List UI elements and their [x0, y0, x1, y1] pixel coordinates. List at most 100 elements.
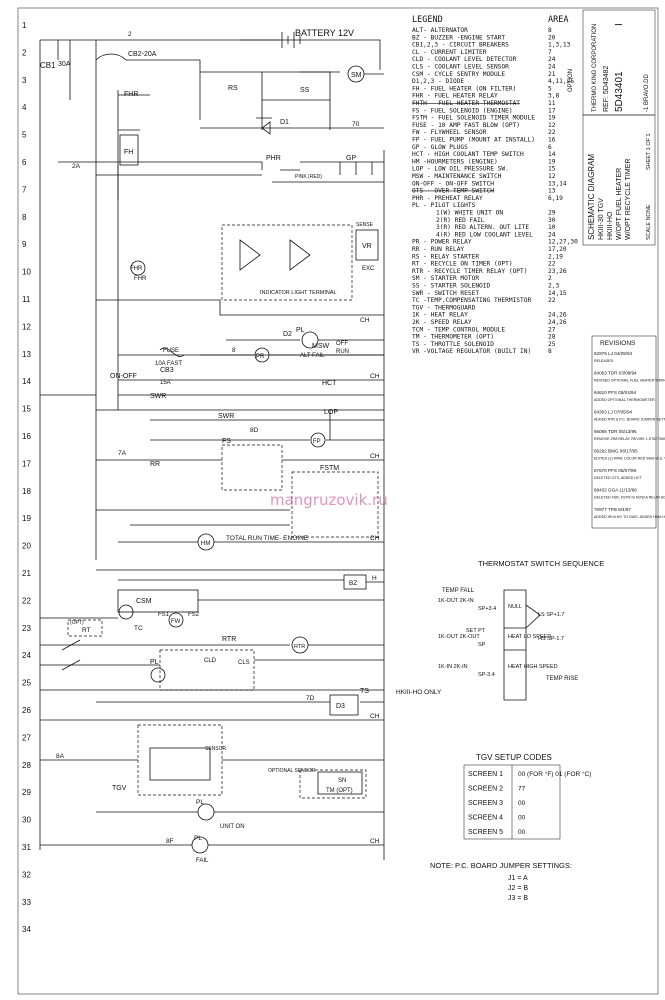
tgv-label: TGV: [112, 785, 127, 792]
thermostat-point: SP+3.4: [478, 606, 496, 612]
ss-label: SS: [300, 87, 310, 94]
row-number: 2: [22, 48, 27, 57]
legend-area: 24: [548, 231, 556, 238]
legend-item: CL - CURRENT LIMITER: [412, 49, 487, 56]
row-number: 24: [22, 651, 31, 660]
exc-label: EXC: [362, 266, 375, 272]
legend-area: 13: [548, 188, 556, 195]
legend-item: RT - RECYCLE ON TIMER (OPT): [412, 261, 513, 268]
tgv-codes-title: TGV SETUP CODES: [476, 753, 552, 762]
ch-wire-5: CH: [370, 713, 380, 720]
legend-item: HCT - HIGH COOLANT TEMP SWITCH: [412, 151, 524, 158]
ts-label: TS: [360, 688, 369, 695]
watermark: mangruzovik.ru: [270, 491, 388, 509]
tgv-value: 77: [518, 786, 526, 793]
fs1-label: FS1: [158, 612, 170, 618]
legend-area: 24: [548, 56, 556, 63]
battery-label: BATTERY 12V: [295, 28, 354, 38]
legend-item: PHR - PREHEAT RELAY: [412, 195, 483, 202]
legend-item: D1,2,3 - DIODE: [412, 78, 464, 85]
revision-note: REVISED OPTIONAL FUEL HEATER WIRING: [594, 379, 665, 383]
rtr-label: RTR: [222, 636, 236, 643]
legend-area: 2,3: [548, 283, 559, 290]
cb3-label: CB3: [160, 367, 174, 374]
temp-rise-label: TEMP RISE: [546, 676, 578, 682]
legend-item: TS - THROTTLE SOLENOID: [412, 341, 494, 348]
tgv-screen: SCREEN 5: [468, 829, 503, 836]
legend-item: MSW - MAINTENANCE SWITCH: [412, 173, 502, 180]
legend-header: LEGEND: [412, 15, 443, 25]
revision-note: RELEASED: [594, 359, 614, 363]
tgv-value: 00: [518, 800, 526, 807]
legend-area: 8: [548, 348, 552, 355]
ch-wire-6: CH: [370, 838, 380, 845]
sheet-border: [17, 7, 659, 995]
revision-id: 70977 TPB 8/4/97: [594, 507, 631, 512]
h-wire: H: [372, 575, 377, 582]
legend-area: 17: [548, 107, 556, 114]
legend-item: FW - FLYWHEEL SENSOR: [412, 129, 487, 136]
legend-item: BZ - BUZZER -ENGINE START: [412, 34, 505, 41]
title-block: THERMO KING CORPORATION REF: 5D43482 5D4…: [582, 9, 656, 246]
legend-item: 3(R) RED ALTERN. OUT LITE: [436, 224, 529, 231]
cb1-rating: 30A: [58, 61, 71, 68]
fhr-coil-2-label: FHR: [134, 276, 147, 282]
drawing-rev: I: [614, 23, 625, 26]
unit-on-label: UNIT ON: [220, 824, 245, 830]
wire-7a: 7A: [118, 450, 127, 457]
msw-off: OFF: [336, 341, 348, 347]
revision-id: 67670 PFS 05/07/96: [594, 468, 637, 473]
company-label: THERMO KING CORPORATION: [592, 24, 598, 112]
legend-area: 5: [548, 85, 552, 92]
rtr-coil-label: RTR: [294, 644, 305, 650]
legend-item: HM -HOURMETERS (ENGINE): [412, 158, 498, 165]
revision-id: 62975 LJ 04/09/94: [594, 351, 633, 356]
revision-note: ADDED RTR & P.C. BOARD JUMPER SETTINGS N…: [594, 418, 665, 422]
row-number: 17: [22, 459, 31, 468]
tm-opt-label: TM (OPT): [326, 788, 353, 794]
tgv-screen: SCREEN 3: [468, 800, 503, 807]
legend-area: 23,26: [548, 268, 567, 275]
legend-item: 2K - SPEED RELAY: [412, 319, 472, 326]
phr-label: PHR: [266, 155, 281, 162]
legend-area: 30: [548, 217, 556, 224]
cb2-label: CB2-20A: [128, 51, 157, 58]
note-j2: J2 = B: [508, 885, 528, 892]
msw-run: RUN: [336, 349, 349, 355]
row-number: 11: [22, 295, 31, 304]
legend-item: RS - RELAY STARTER: [412, 253, 479, 260]
row-number: 13: [22, 350, 31, 359]
sensor-label: SENSOR: [205, 746, 227, 752]
row-number: 1: [22, 21, 27, 30]
ls-label: LS SP+1.7: [538, 612, 564, 618]
wire-2a: 2A: [72, 163, 81, 170]
row-number: 25: [22, 679, 31, 688]
revisions-table: REVISIONS 62975 LJ 04/09/94RELEASED64063…: [591, 335, 665, 529]
revision-id: 68432 GGA 11/13/96: [594, 488, 637, 493]
legend-item: FSTM - FUEL SOLENOID TIMER MODULE: [412, 115, 535, 122]
legend-area: 19: [548, 115, 556, 122]
legend-item: 1(W) WHITE UNIT ON: [436, 210, 503, 217]
legend-item: RR - RUN RELAY: [412, 246, 464, 253]
title-line: W/OPT RECYCLE TIMER: [625, 159, 632, 240]
legend-area: 29: [548, 210, 556, 217]
legend-area: 15: [548, 166, 556, 173]
legend-area: 22: [548, 129, 556, 136]
row-number: 28: [22, 761, 31, 770]
d1-label: D1: [280, 119, 289, 126]
alt-fail-label: ALT FAIL: [300, 353, 325, 359]
legend-area: 8: [548, 27, 552, 34]
wire-8: 8: [232, 347, 236, 354]
row-number: 31: [22, 843, 31, 852]
d3-label: D3: [336, 703, 345, 710]
legend-area: 2: [548, 275, 552, 282]
row-number: 15: [22, 405, 31, 414]
legend-area: 3,8: [548, 93, 559, 100]
row-number: 19: [22, 514, 31, 523]
tgv-screen: SCREEN 2: [468, 786, 503, 793]
msw-label: MSW: [312, 343, 330, 350]
hct-label: HCT: [322, 380, 337, 387]
bz-label: BZ: [349, 580, 357, 587]
row-number: 32: [22, 870, 31, 879]
